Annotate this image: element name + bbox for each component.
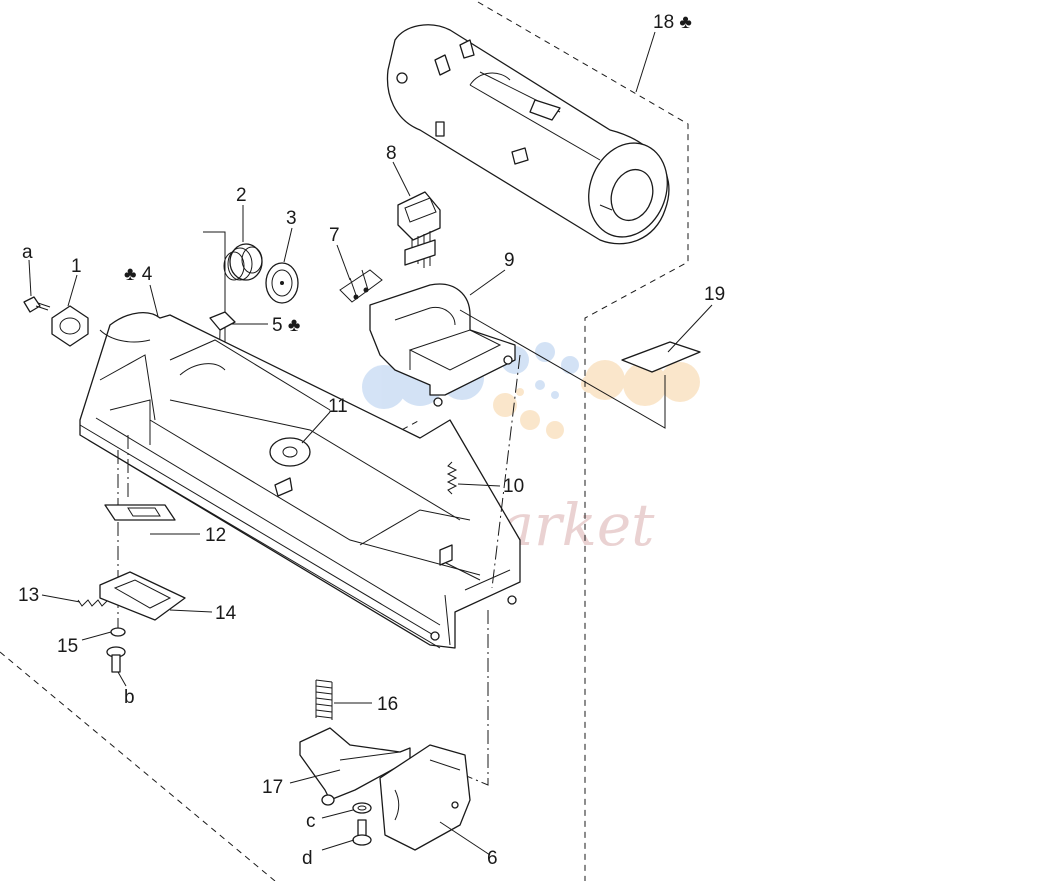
part-2-coil: [223, 243, 263, 281]
part-17-lever: [299, 727, 411, 806]
callout-d: d: [302, 848, 313, 869]
leader-11: [301, 411, 331, 444]
leader-14: [169, 609, 213, 613]
leader-15: [81, 631, 112, 641]
part-3-disk: [265, 262, 299, 304]
leader-8: [392, 161, 411, 197]
part-19-label: [459, 309, 701, 429]
callout-9: 9: [504, 250, 515, 271]
callout-15: 15: [57, 636, 78, 657]
callout-11: 11: [328, 396, 348, 417]
part-13-spring: [77, 599, 109, 607]
leader-1: [67, 274, 78, 307]
callout-c: c: [306, 811, 316, 832]
part-7-terminal: [339, 269, 383, 303]
callout-b: b: [124, 687, 135, 708]
leader-6: [439, 821, 491, 856]
callout-8: 8: [386, 143, 397, 164]
callout-12: 12: [205, 525, 226, 546]
main-chassis-frame: [79, 312, 521, 649]
callout-5: 5 ♣: [272, 315, 300, 336]
callout-7: 7: [329, 225, 340, 246]
part-9-bracket: [369, 283, 516, 407]
leader-d: [321, 839, 355, 851]
callout-1: 1: [71, 256, 82, 277]
part-18-cylinder-housing: [386, 24, 670, 245]
part-12-pad: [104, 504, 176, 521]
part-14-slider: [99, 571, 186, 621]
leader-c: [321, 809, 354, 819]
part-6-housing: [379, 744, 471, 851]
part-a-screw: [23, 296, 51, 313]
callout-14: 14: [215, 603, 237, 624]
callout-2: 2: [236, 185, 247, 206]
part-c-washer: [352, 802, 372, 814]
leader-17: [289, 769, 341, 784]
part-10-spring: [446, 461, 458, 495]
part-b-screw: [106, 646, 126, 673]
leader-3: [283, 227, 293, 263]
callout-3: 3: [286, 208, 297, 229]
leader-19: [667, 304, 713, 353]
leader-10: [457, 483, 501, 487]
part-15-washer: [110, 627, 126, 637]
callout-19: 19: [704, 284, 725, 305]
callout-16: 16: [377, 694, 398, 715]
leader-9: [469, 269, 506, 296]
callout-4: ♣ 4: [124, 264, 153, 285]
part-8-connector: [397, 191, 441, 268]
part-16-spring: [315, 679, 333, 720]
callout-a: a: [22, 242, 33, 263]
leader-7: [336, 244, 351, 281]
leader-a: [28, 259, 32, 297]
callout-10: 10: [503, 476, 524, 497]
callout-13: 13: [18, 585, 39, 606]
part-d-screw: [352, 819, 372, 846]
callout-18: 18 ♣: [653, 12, 692, 33]
callout-17: 17: [262, 777, 283, 798]
leader-b: [117, 671, 127, 687]
callout-6: 6: [487, 848, 498, 869]
assembly-line-2: [203, 231, 226, 385]
part-1-cap: [51, 305, 89, 347]
leader-18: [635, 31, 656, 93]
leader-13: [41, 594, 81, 603]
part-11-roller: [269, 437, 311, 467]
